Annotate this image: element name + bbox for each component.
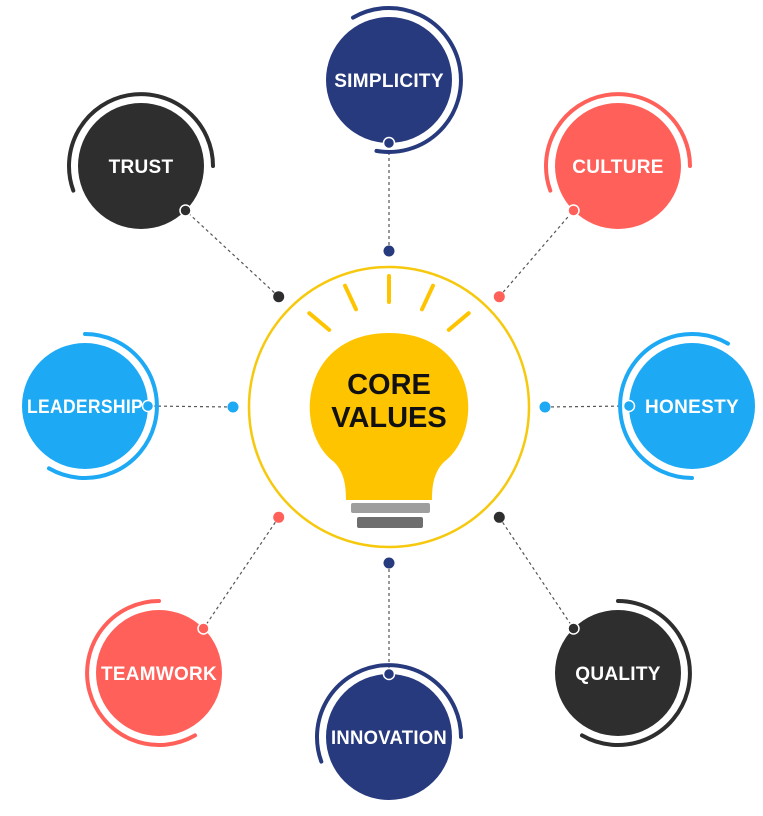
simplicity-outer-arc (351, 6, 463, 154)
value-node-simplicity: SIMPLICITY (326, 6, 463, 154)
quality-edge-dot (567, 622, 580, 635)
teamwork-circle (96, 610, 222, 736)
bulb-ray-2 (343, 283, 358, 312)
teamwork-hub-dot (273, 511, 285, 523)
leadership-edge-dot (141, 399, 155, 413)
quality-circle (555, 610, 681, 736)
value-node-leadership: LEADERSHIP (22, 332, 159, 480)
bulb-rays (307, 274, 471, 332)
connector-layer (147, 143, 630, 674)
trust-circle (78, 103, 204, 229)
value-node-quality: QUALITY (555, 599, 692, 747)
lightbulb-icon (309, 333, 469, 500)
trust-edge-dot (179, 204, 192, 217)
value-node-honesty: HONESTY (618, 332, 755, 480)
bulb-base-bottom (357, 517, 423, 528)
teamwork-connector-line (203, 516, 280, 629)
honesty-connector-line (544, 405, 630, 408)
teamwork-edge-dot (197, 622, 210, 635)
quality-label: QUALITY (575, 664, 661, 685)
culture-hub-dot (493, 291, 505, 303)
honesty-edge-dot (622, 399, 636, 413)
simplicity-label: SIMPLICITY (334, 71, 444, 92)
leadership-circle (22, 343, 148, 469)
quality-connector-line (498, 516, 574, 629)
value-node-culture: CULTURE (544, 92, 692, 229)
leadership-connector-line (147, 405, 234, 408)
center-hub: CORE VALUES (247, 265, 531, 549)
leadership-label: LEADERSHIP (27, 397, 143, 418)
center-title-line1: CORE (347, 369, 431, 401)
culture-circle (555, 103, 681, 229)
innovation-circle (326, 674, 452, 800)
culture-edge-dot (567, 204, 580, 217)
trust-connector-line (185, 210, 280, 298)
simplicity-circle (326, 17, 452, 143)
culture-label: CULTURE (572, 157, 663, 178)
bulb-base-top (351, 503, 430, 513)
trust-label: TRUST (109, 157, 174, 178)
culture-connector-line (498, 210, 574, 298)
honesty-hub-dot (539, 401, 551, 413)
value-node-innovation: INNOVATION (315, 663, 463, 800)
teamwork-label: TEAMWORK (101, 664, 217, 685)
innovation-outer-arc (315, 663, 463, 764)
innovation-label: INNOVATION (331, 728, 447, 749)
teamwork-outer-arc (85, 599, 197, 747)
honesty-circle (629, 343, 755, 469)
honesty-label: HONESTY (645, 397, 739, 418)
quality-outer-arc (580, 599, 692, 747)
trust-hub-dot (273, 291, 285, 303)
value-nodes: SIMPLICITY CULTURE HONESTY QUALITY INNOVATIO… (22, 6, 755, 800)
honesty-outer-arc (618, 332, 730, 480)
bulb-ray-4 (307, 311, 332, 332)
innovation-edge-dot (382, 667, 396, 681)
trust-outer-arc (67, 92, 215, 193)
value-node-teamwork: TEAMWORK (85, 599, 222, 747)
innovation-hub-dot (383, 557, 395, 569)
value-node-trust: TRUST (67, 92, 215, 229)
bulb-ray-3 (446, 311, 471, 332)
simplicity-hub-dot (383, 245, 395, 257)
culture-outer-arc (544, 92, 692, 193)
quality-hub-dot (493, 511, 505, 523)
leadership-outer-arc (47, 332, 159, 480)
leadership-hub-dot (227, 401, 239, 413)
bulb-ray-1 (420, 283, 435, 312)
simplicity-edge-dot (382, 136, 396, 150)
center-title-line2: VALUES (331, 402, 446, 434)
